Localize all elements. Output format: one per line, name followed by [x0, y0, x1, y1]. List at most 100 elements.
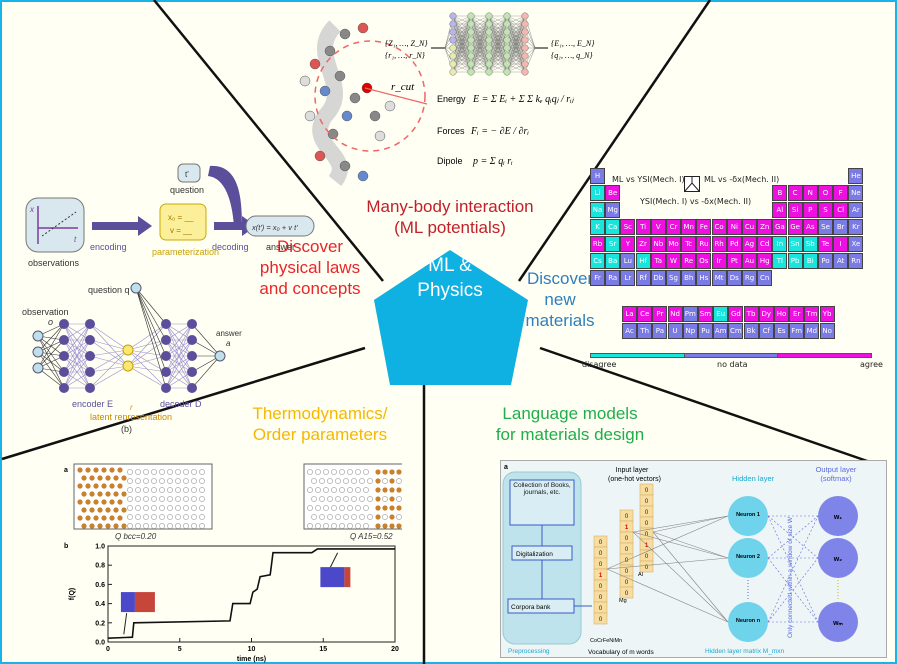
atom-a15 — [396, 496, 402, 502]
atom-disordered — [347, 523, 353, 529]
atom-disordered — [315, 487, 321, 493]
atom-disordered — [351, 478, 357, 484]
mb-node — [485, 20, 493, 28]
element-symbol: Ru — [699, 240, 709, 248]
nn-edge — [63, 355, 91, 389]
nn-node — [32, 362, 44, 374]
element-cell-zn: Zn — [757, 219, 773, 235]
atom — [299, 75, 311, 87]
atom-bcc — [113, 475, 119, 481]
axis-t-label: t — [74, 235, 77, 244]
one-hot-value: 0 — [599, 562, 603, 568]
element-symbol: V — [655, 223, 661, 231]
element-cell-co: Co — [711, 219, 727, 235]
element-symbol: Y — [625, 240, 631, 248]
atom-disordered — [191, 514, 197, 520]
element-symbol: Bk — [746, 327, 756, 335]
atom-a15 — [396, 478, 402, 484]
subfigure-label-a-lang: a — [504, 464, 508, 471]
element-symbol: Er — [793, 310, 801, 318]
cutoff-circle — [314, 40, 426, 152]
element-cell-i: I — [833, 236, 849, 252]
element-cell-as: As — [802, 219, 818, 235]
atom-disordered — [167, 487, 173, 493]
atom-disordered — [355, 487, 361, 493]
atom-disordered — [327, 478, 333, 484]
net-answer-label: answer — [216, 329, 242, 338]
atom-disordered — [167, 514, 173, 520]
atom-disordered — [355, 523, 361, 529]
atom-disordered — [143, 478, 149, 484]
nn-node — [187, 383, 197, 393]
atom-disordered — [167, 478, 173, 484]
element-cell-hg: Hg — [757, 253, 773, 269]
nn-edge — [63, 323, 91, 389]
atom-a15 — [382, 469, 388, 475]
element-symbol: Pr — [656, 310, 664, 318]
mb-edge — [470, 15, 490, 41]
rcut-label: r_cut — [391, 81, 415, 93]
element-cell-lu: Lu — [620, 253, 636, 269]
element-symbol: Nb — [653, 240, 664, 248]
mb-edge — [452, 15, 472, 49]
atom-bcc — [97, 475, 103, 481]
section-label-physical-laws: Discover physical laws and concepts — [240, 236, 380, 299]
element-symbol: Ag — [744, 240, 755, 248]
element-cell-lr: Lr — [620, 270, 636, 286]
nn-edge — [135, 287, 167, 325]
nn-node — [85, 351, 95, 361]
atom-bcc — [93, 483, 99, 489]
nn-edge — [165, 323, 193, 389]
element-cell-u: U — [667, 323, 683, 339]
atom-disordered — [339, 523, 345, 529]
q-bcc-label: Q bcc=0.20 — [115, 532, 157, 541]
element-cell-mg: Mg — [605, 202, 621, 218]
atom — [349, 92, 361, 104]
latent-r-label: r — [130, 403, 133, 412]
nn-node — [59, 351, 69, 361]
input-layer-sub: (one-hot vectors) — [608, 476, 661, 483]
atom-a15 — [396, 523, 402, 529]
atom-bcc — [105, 491, 111, 497]
atom-a15 — [375, 514, 381, 520]
decoding-arrow — [214, 216, 256, 236]
atom-disordered — [347, 469, 353, 475]
hidden-layer-label: Hidden layer — [732, 474, 775, 483]
atom-bcc — [105, 523, 111, 529]
atom-disordered — [355, 469, 361, 475]
atom-disordered — [151, 523, 157, 529]
y-tick-label: 1.0 — [95, 544, 105, 551]
element-cell-li: Li — [590, 185, 605, 201]
one-hot-cell — [619, 586, 634, 599]
atom — [324, 45, 336, 57]
answer-box — [245, 215, 315, 237]
element-cell-sm: Sm — [698, 306, 713, 322]
section-label-thermo: Thermodynamics/ Order parameters — [240, 403, 400, 445]
element-symbol: P — [808, 206, 813, 214]
answer-equation: x(t') = x₀ + v t' — [251, 223, 298, 232]
vocab-label: Vocabulary of m words — [588, 649, 655, 656]
element-cell-eu: Eu — [713, 306, 729, 322]
atom-bcc — [109, 515, 115, 521]
atom-disordered — [367, 514, 373, 520]
axis-x-label: x — [29, 205, 35, 214]
one-hot-value: 0 — [599, 617, 603, 623]
element-cell-tc: Tc — [681, 236, 697, 252]
x-tick-label: 5 — [178, 646, 182, 653]
atom-bcc — [117, 467, 123, 473]
atom-disordered — [151, 514, 157, 520]
atom-disordered — [363, 487, 369, 493]
nn-output-e: {E₁, …, E_N} — [551, 39, 595, 48]
element-symbol: Rg — [744, 274, 755, 282]
atom-bcc — [97, 523, 103, 529]
atom-disordered — [315, 469, 321, 475]
x-tick-label: 0 — [106, 646, 110, 653]
element-symbol: Sn — [790, 240, 800, 248]
nn-edge — [127, 365, 167, 389]
atom-disordered — [159, 514, 165, 520]
atom-disordered — [319, 496, 325, 502]
atom-a15 — [389, 505, 395, 511]
atom-disordered — [339, 487, 345, 493]
element-symbol: Hs — [699, 274, 709, 282]
element-symbol: Mg — [607, 206, 618, 214]
